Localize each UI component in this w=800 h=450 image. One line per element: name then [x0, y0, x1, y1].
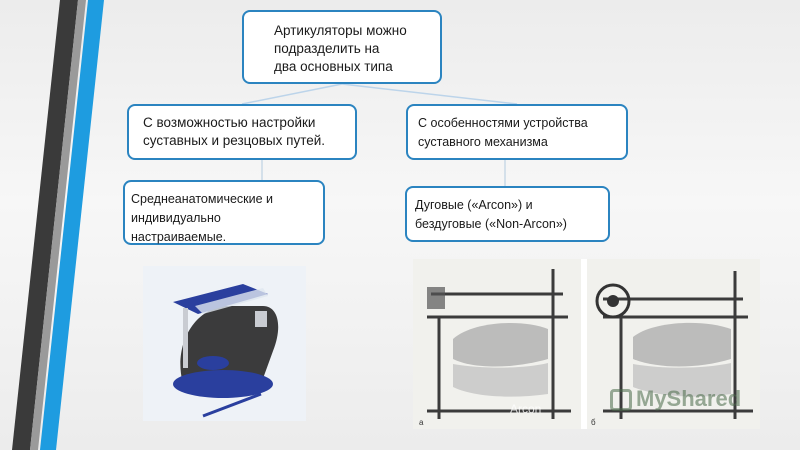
root-line-1: Артикуляторы можно — [274, 23, 407, 38]
right-child-node: Дуговые («Arcon») и бездуговые («Non-Arc… — [405, 186, 610, 242]
right-child-line-2: бездуговые («Non-Arcon») — [415, 217, 567, 231]
right-line-1: С особенностями устройства — [418, 116, 588, 130]
articulator-photo — [143, 266, 306, 421]
left-child-node: Среднеанатомические и индивидуально наст… — [123, 180, 325, 245]
left-child-line-3: настраиваемые. — [131, 230, 227, 244]
image-caption: Arcon — [510, 402, 542, 416]
watermark-text: MyShared — [636, 386, 742, 411]
drawing-label-b: б — [591, 418, 596, 427]
left-child-line-2: индивидуально — [131, 211, 221, 225]
drawing-label-a: а — [419, 418, 424, 427]
presentation-icon — [610, 389, 632, 412]
root-line-3: два основных типа — [274, 59, 393, 74]
left-line-1: С возможностью настройки — [143, 115, 316, 130]
left-child-line-1: Среднеанатомические и — [131, 192, 274, 206]
right-child-line-1: Дуговые («Arcon») и — [415, 198, 533, 212]
left-line-2: суставных и резцовых путей. — [143, 133, 326, 148]
right-line-2: суставного механизма — [418, 135, 548, 149]
right-node: С особенностями устройства суставного ме… — [406, 104, 628, 160]
left-node: С возможностью настройки суставных и рез… — [127, 104, 357, 160]
decorative-stripes — [12, 0, 104, 450]
watermark: MyShared — [610, 386, 741, 412]
root-line-2: подразделить на — [274, 41, 380, 56]
arcon-drawing: а б — [413, 259, 760, 429]
root-node: Артикуляторы можно подразделить на два о… — [242, 10, 442, 84]
